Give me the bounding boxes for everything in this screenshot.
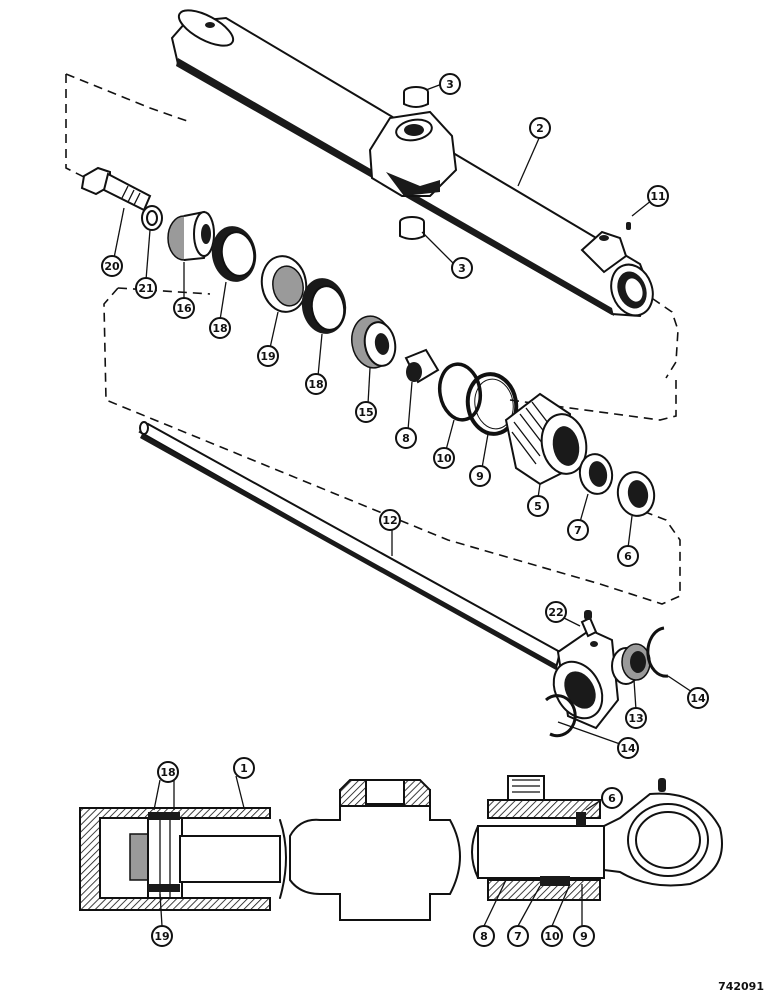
callout-c13: 13 (625, 707, 647, 729)
svg-text:10: 10 (544, 930, 560, 943)
piston-rod (138, 421, 620, 730)
grease-fitting-small (626, 222, 631, 230)
callout-c14a: 14 (687, 687, 709, 709)
callout-c14b: 14 (617, 737, 639, 759)
backup-ring (465, 372, 519, 436)
svg-text:12: 12 (382, 514, 397, 527)
svg-text:22: 22 (548, 606, 563, 619)
svg-text:1: 1 (240, 762, 248, 775)
svg-text:18: 18 (160, 766, 175, 779)
rod-seal (578, 453, 614, 495)
grease-fitting (580, 610, 598, 638)
o-ring (437, 362, 483, 422)
svg-text:14: 14 (690, 692, 706, 705)
svg-text:9: 9 (580, 930, 588, 943)
callout-c9b: 9 (573, 925, 595, 947)
rod-eye-bushing (611, 643, 651, 685)
trunnion-bushing-upper (403, 86, 429, 108)
piston-bolt (80, 166, 152, 212)
snap-ring-upper (646, 626, 669, 678)
svg-text:7: 7 (574, 524, 582, 537)
svg-text:10: 10 (436, 452, 452, 465)
callout-c22: 22 (545, 601, 567, 623)
gland (504, 392, 588, 486)
svg-text:20: 20 (104, 260, 120, 273)
callout-c18c: 18 (157, 761, 179, 783)
wear-ring (260, 255, 308, 313)
piston-seal-a (211, 226, 257, 282)
callout-c10b: 10 (541, 925, 563, 947)
svg-text:14: 14 (620, 742, 636, 755)
svg-text:6: 6 (608, 792, 616, 805)
svg-text:18: 18 (212, 322, 227, 335)
svg-text:8: 8 (402, 432, 410, 445)
svg-text:6: 6 (624, 550, 632, 563)
svg-text:3: 3 (446, 78, 454, 91)
callout-c8b: 8 (473, 925, 495, 947)
callout-c12: 12 (379, 509, 401, 531)
callout-c16: 16 (173, 297, 195, 319)
piston-head (351, 315, 397, 369)
leader-lines (113, 83, 693, 927)
callout-c6a: 6 (617, 545, 639, 567)
callout-c18b: 18 (305, 373, 327, 395)
svg-text:16: 16 (176, 302, 192, 315)
washer (141, 205, 163, 231)
snap-ring-lower (545, 694, 577, 738)
svg-text:9: 9 (476, 470, 484, 483)
callout-c2: 2 (529, 117, 551, 139)
callout-c11: 11 (647, 185, 669, 207)
callout-c19a: 19 (257, 345, 279, 367)
callout-c1: 1 (233, 757, 255, 779)
piston-seal-b (301, 278, 347, 334)
callouts: 2 3 3 11 20 21 16 18 19 18 15 8 10 9 5 7… (101, 73, 709, 947)
callout-c6b: 6 (601, 787, 623, 809)
svg-text:19: 19 (260, 350, 275, 363)
svg-text:3: 3 (458, 262, 466, 275)
rod-wiper (616, 471, 656, 517)
dashed-group-outline-lower (103, 287, 681, 605)
svg-text:2: 2 (536, 122, 544, 135)
svg-text:5: 5 (534, 500, 542, 513)
svg-text:15: 15 (358, 406, 373, 419)
callout-c15: 15 (355, 401, 377, 423)
svg-text:11: 11 (650, 190, 665, 203)
callout-c3b: 3 (451, 257, 473, 279)
svg-text:7: 7 (514, 930, 522, 943)
svg-text:21: 21 (138, 282, 153, 295)
cylinder-barrel (170, 9, 654, 318)
callout-c3a: 3 (439, 73, 461, 95)
rod-bushing (404, 348, 440, 384)
callout-c10a: 10 (433, 447, 455, 469)
assembly-cross-section (79, 775, 723, 921)
trunnion-bushing-lower (399, 216, 425, 240)
callout-c7a: 7 (567, 519, 589, 541)
drawing-number: 742091 (718, 980, 764, 993)
dashed-group-outline-upper (65, 73, 679, 379)
svg-text:18: 18 (308, 378, 323, 391)
callout-c18a: 18 (209, 317, 231, 339)
svg-text:13: 13 (628, 712, 643, 725)
piston (167, 210, 215, 261)
callout-c9a: 9 (469, 465, 491, 487)
callout-c7b: 7 (507, 925, 529, 947)
svg-text:8: 8 (480, 930, 488, 943)
callout-c5: 5 (527, 495, 549, 517)
callout-c20: 20 (101, 255, 123, 277)
callout-c8a: 8 (395, 427, 417, 449)
svg-text:19: 19 (154, 930, 169, 943)
callout-c19b: 19 (151, 925, 173, 947)
callout-c21: 21 (135, 277, 157, 299)
